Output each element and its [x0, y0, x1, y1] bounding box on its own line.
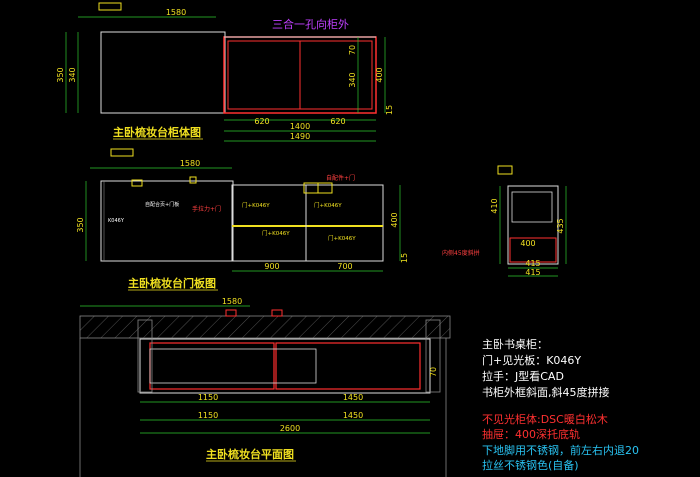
view4-left-post: [137, 319, 153, 393]
view3-dim-d3: 415: [525, 268, 540, 277]
view4-dim-b2: 1450: [343, 393, 363, 402]
view4-title: 主卧梳妆台平面图: [206, 447, 294, 461]
view1-note: 三合一孔向柜外: [272, 17, 349, 31]
view2-label-hinge: 自配合页+门板: [145, 201, 179, 208]
view1-title: 主卧梳妆台柜体图: [113, 125, 201, 139]
view4-dim-b3: 1150: [198, 411, 218, 420]
notes-cyan-1: 下地脚用不锈钢，前左右内退20: [482, 443, 639, 457]
view2-label-top-right: 自配件+门: [326, 174, 355, 182]
view1-cabinet-body: 1580 三合一孔向柜外 350 340 70 340 400 15 620 6…: [56, 2, 394, 142]
view4-dim-v1: 70: [429, 367, 438, 377]
view4-dim-b5: 2600: [280, 424, 300, 433]
view2-cell-1: 门+K046Y: [242, 201, 270, 209]
view1-dim-bs1: 620: [254, 117, 269, 126]
view2-right-panel: [231, 184, 384, 262]
view2-dim-v1: 350: [76, 217, 85, 232]
view4-right-drawer: [275, 342, 421, 390]
view4-left-drawer: [149, 342, 275, 390]
view2-dim-b2: 700: [337, 262, 352, 271]
view4-inner-panel: [149, 348, 317, 384]
notes-red-2: 抽屉：400深托底轨: [482, 427, 580, 441]
view2-label-handle: 手拉力+门: [192, 205, 221, 213]
view4-marker-1: [225, 309, 237, 317]
view1-dim-vr4: 15: [385, 105, 394, 115]
view2-cell-4: 门+K046Y: [328, 234, 356, 242]
view1-dim-v2: 340: [68, 67, 77, 82]
notes-line-3: 书柜外框斜面,斜45度拼接: [482, 385, 610, 399]
notes-line-1: 门+见光板：K046Y: [482, 353, 581, 367]
view1-dim-vr2: 340: [348, 72, 357, 87]
view4-dim-b1: 1150: [198, 393, 218, 402]
view2-dim-vr1: 400: [390, 212, 399, 227]
view4-dim-b4: 1450: [343, 411, 363, 420]
notes-red-1: 不见光柜体:DSC暖白松木: [482, 412, 608, 426]
view1-dim-b2: 1400: [290, 122, 310, 131]
notes-block: 主卧书桌柜： 门+见光板：K046Y 拉手：J型看CAD 书柜外框斜面,斜45度…: [482, 338, 639, 472]
view1-dim-top: 1580: [166, 8, 186, 17]
view3-dim-v2: 435: [556, 218, 565, 233]
view2-label-side: 内侧45度斜拼: [442, 249, 480, 257]
view4-right-post: [425, 319, 441, 393]
notes-line-2: 拉手：J型看CAD: [482, 369, 564, 383]
view4-marker-2: [271, 309, 283, 317]
view3-drawer: [509, 237, 557, 263]
view2-handle-d: [189, 176, 197, 184]
view2-handle-b: [317, 182, 333, 194]
view3-outline: [507, 185, 559, 265]
view2-marker: [110, 148, 134, 157]
view4-wall-hatch: [79, 315, 451, 339]
view1-dim-v1: 350: [56, 67, 65, 82]
view4-dim-top: 1580: [222, 297, 242, 306]
view4-plan-view: 1580 70 1150 1450 1150 1450 2600 主卧梳妆台平面…: [79, 297, 451, 477]
view2-dim-vr2: 15: [400, 253, 409, 263]
view1-dim-bs2: 620: [330, 117, 345, 126]
view3-dim-d2: 415: [525, 259, 540, 268]
view2-dim-top: 1580: [180, 159, 200, 168]
view2-cell-2: 门+K046Y: [314, 201, 342, 209]
view2-title: 主卧梳妆台门板图: [128, 276, 216, 290]
view2-handle-c: [131, 179, 143, 187]
view2-label-mirror: K046Y: [108, 218, 125, 224]
view2-cell-3: 门+K046Y: [262, 229, 290, 237]
view1-marker: [98, 2, 122, 11]
view2-dim-b1: 900: [264, 262, 279, 271]
view3-side-section: 410 435 400 415 415: [490, 165, 567, 277]
view3-upper-box: [511, 191, 553, 223]
notes-heading: 主卧书桌柜：: [482, 338, 548, 351]
view1-left-body: [100, 31, 226, 114]
view1-dim-b3: 1490: [290, 132, 310, 141]
view3-dim-d1: 400: [520, 239, 535, 248]
view1-dim-vr1: 70: [348, 45, 357, 55]
view2-door-panel: 1580 K046Y 自配合页+门板 手拉力+门 自配件+门 门+K046Y 门…: [76, 148, 480, 291]
view1-dim-vr3: 400: [375, 67, 384, 82]
view2-left-panel: [100, 180, 234, 262]
view4-counter: [139, 338, 431, 394]
notes-cyan-2: 拉丝不锈钢色(自备): [482, 458, 579, 472]
view3-dim-v1: 410: [490, 198, 499, 213]
view3-marker: [497, 165, 513, 175]
